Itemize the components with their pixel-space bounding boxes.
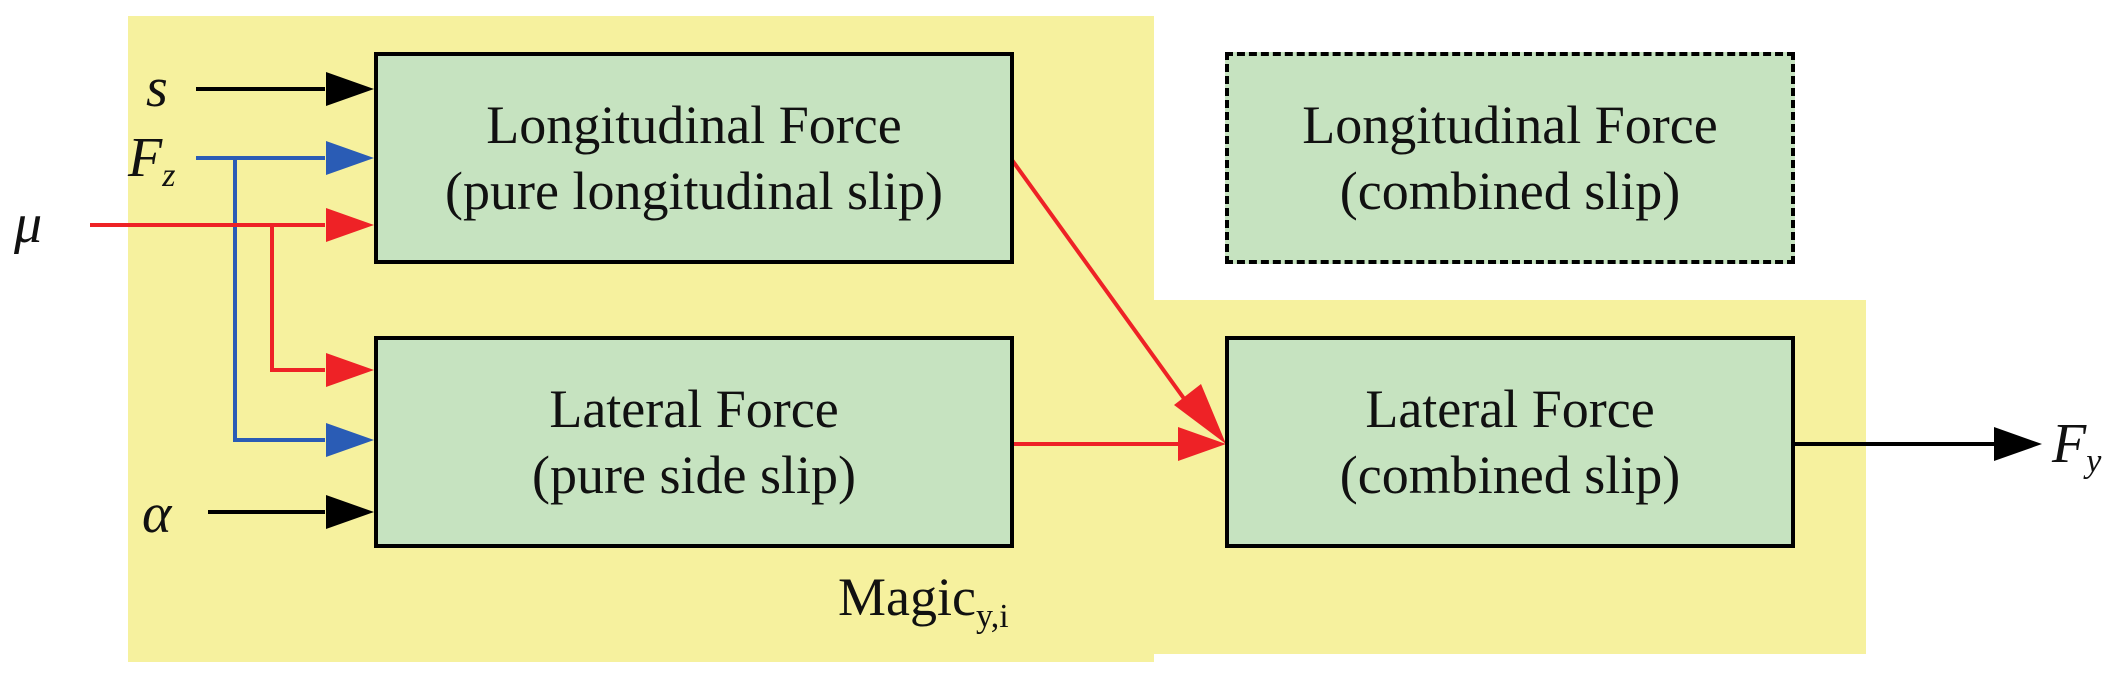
input-s-label: s [146,57,168,119]
long-to-lat-combined-arrowhead [1174,384,1226,444]
longitudinal-force-pure-subtitle: (pure longitudinal slip) [445,161,943,221]
magic-region-label: Magicy,i [838,570,1009,634]
magic-region-label-base: Magic [838,567,976,627]
alpha-input-arrowhead [326,495,374,529]
fz-branch-line [233,158,325,442]
lateral-force-pure-title: Lateral Force [549,379,839,439]
fz-branch-arrowhead [326,423,374,457]
output-fy-label: Fy [2052,416,2101,479]
lateral-force-pure-block: Lateral Force (pure side slip) [374,336,1014,548]
lateral-force-pure-subtitle: (pure side slip) [532,445,856,505]
s-input-arrowhead [326,72,374,106]
input-alpha-label: α [142,483,172,545]
fy-output-arrowhead [1994,427,2042,461]
output-fy-base: F [2052,413,2087,475]
mu-branch-line [270,225,325,372]
input-fz-subscript: z [162,157,176,194]
lateral-force-combined-subtitle: (combined slip) [1339,445,1681,505]
mu-branch-arrowhead [326,353,374,387]
lateral-force-combined-title: Lateral Force [1365,379,1655,439]
longitudinal-force-pure-block: Longitudinal Force (pure longitudinal sl… [374,52,1014,264]
longitudinal-force-combined-subtitle: (combined slip) [1339,161,1681,221]
input-mu-label: μ [14,193,43,255]
lateral-force-combined-block: Lateral Force (combined slip) [1225,336,1795,548]
mu-input-arrowhead [326,208,374,242]
longitudinal-force-combined-title: Longitudinal Force [1302,95,1718,155]
output-fy-subscript: y [2086,443,2102,480]
longitudinal-force-combined-block: Longitudinal Force (combined slip) [1225,52,1795,264]
longitudinal-force-pure-title: Longitudinal Force [486,95,902,155]
fz-input-arrowhead [326,141,374,175]
input-fz-label: Fz [128,130,175,193]
lat-pure-to-lat-combined-arrowhead [1178,427,1226,461]
magic-region-label-subscript: y,i [975,598,1009,635]
long-to-lat-combined-line [1010,158,1200,420]
input-fz-base: F [128,127,163,189]
